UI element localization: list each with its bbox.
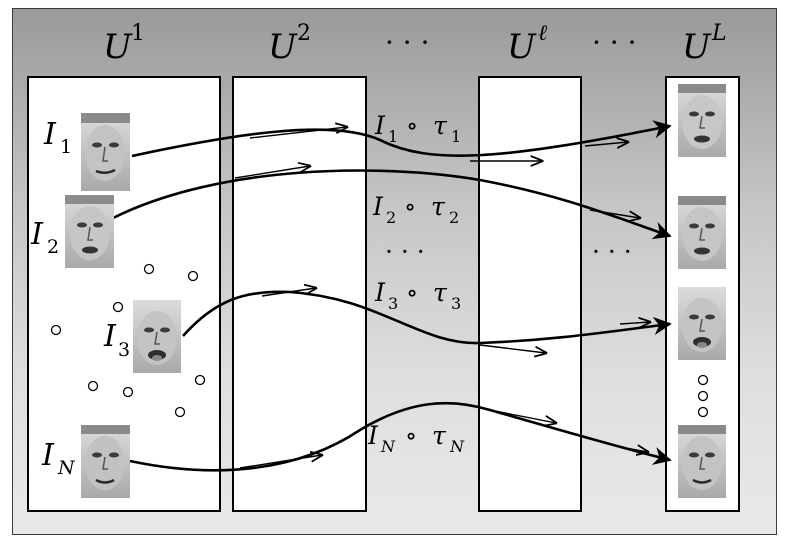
svg-text:U: U [268,27,298,67]
svg-text:1: 1 [388,127,398,146]
svg-text:∘: ∘ [406,111,418,140]
column-header-u1: U 1 [103,21,145,67]
svg-text:I: I [41,438,55,473]
svg-text:I: I [30,217,44,252]
sample-dots [50,263,206,418]
svg-text:U: U [507,27,537,67]
svg-text:τ: τ [431,192,446,221]
svg-text:∘: ∘ [406,278,418,307]
svg-text:U: U [682,27,712,67]
face-image-n [81,425,130,498]
svg-text:ℓ: ℓ [538,21,548,46]
svg-text:3: 3 [388,294,398,313]
transform-label-n: I N ∘ τ N [367,421,465,456]
face-image-1 [81,113,130,191]
face-thumbnails [65,84,726,498]
svg-text:1: 1 [451,127,461,146]
column-ellipsis: · · · [385,26,430,59]
column-header-ul: U ℓ [507,21,548,67]
svg-text:N: N [449,437,465,456]
svg-text:N: N [380,437,396,456]
svg-text:I: I [43,117,57,152]
svg-text:2: 2 [47,236,59,258]
svg-text:τ: τ [433,111,448,140]
image-label-i2: I 2 [30,217,59,258]
row-ellipsis-right: · · · [592,237,632,266]
svg-text:1: 1 [131,21,145,46]
column-header-uL: U L [682,21,727,67]
svg-text:1: 1 [60,136,72,158]
flow-curves [112,120,672,472]
svg-text:2: 2 [386,208,396,227]
transform-label-2: I 2 ∘ τ 2 [372,192,459,227]
face-image-LN [678,425,726,498]
arrow-flourishes [234,127,650,469]
svg-text:2: 2 [449,208,459,227]
face-image-L1 [678,84,726,157]
svg-text:τ: τ [432,421,447,450]
face-image-3 [133,300,181,373]
vertical-ellipsis-dots [697,374,709,418]
row-ellipsis-middle: · · · [385,237,425,266]
image-label-i1: I 1 [43,117,72,158]
svg-text:I: I [372,192,384,221]
svg-text:N: N [57,457,76,479]
svg-text:3: 3 [118,339,130,361]
svg-text:I: I [367,421,379,450]
svg-text:I: I [374,278,386,307]
svg-text:2: 2 [297,21,311,46]
svg-text:∘: ∘ [405,421,417,450]
svg-text:∘: ∘ [404,192,416,221]
image-label-in: I N [41,438,76,479]
column-panel-ul [478,76,582,512]
svg-text:I: I [374,111,386,140]
transform-label-3: I 3 ∘ τ 3 [374,278,461,313]
svg-text:τ: τ [433,278,448,307]
svg-text:3: 3 [451,294,461,313]
svg-text:I: I [103,319,117,354]
transform-label-1: I 1 ∘ τ 1 [374,111,461,146]
column-ellipsis-2: · · · [592,26,637,59]
face-image-L2 [678,196,726,269]
svg-text:L: L [711,21,727,46]
face-image-L3 [678,287,726,360]
face-image-2 [65,195,114,268]
svg-text:U: U [103,27,133,67]
column-header-u2: U 2 [268,21,311,67]
image-label-i3: I 3 [103,319,130,361]
